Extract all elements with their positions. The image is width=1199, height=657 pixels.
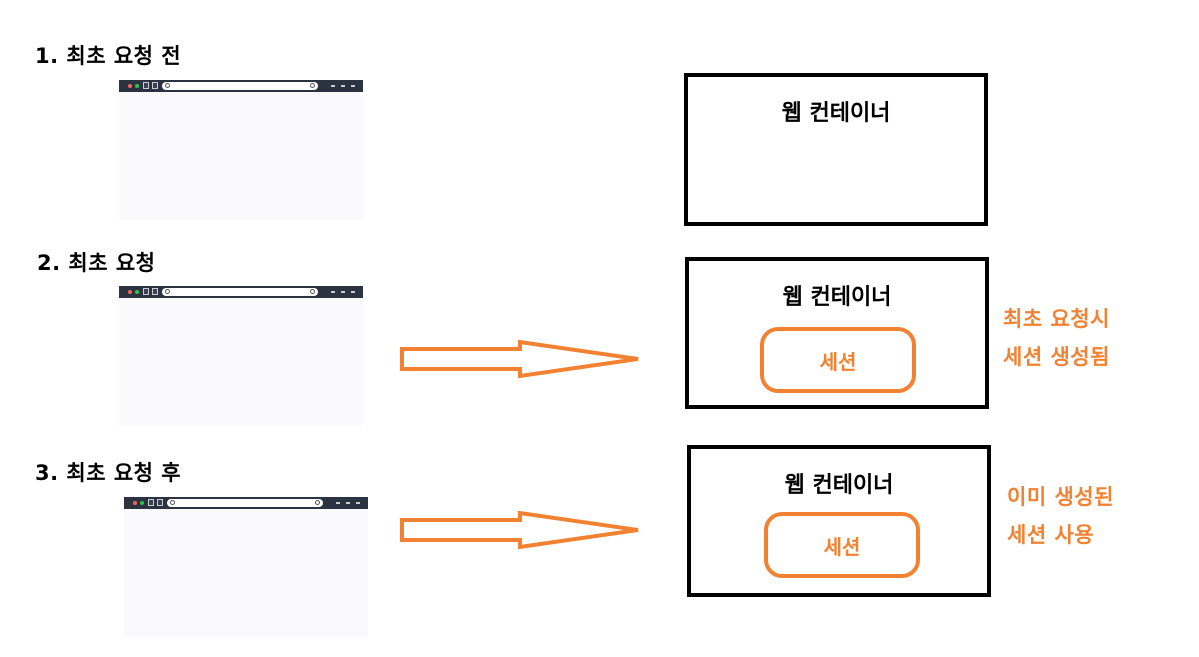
web-container-title: 웹 컨테이너 — [782, 285, 892, 310]
browser-toolbar — [124, 497, 368, 509]
web-container-box-3: 웹 컨테이너 세션 — [687, 445, 991, 597]
web-container-title: 웹 컨테이너 — [781, 101, 891, 126]
step-1-title: 1. 최초 요청 전 — [35, 44, 182, 68]
note-line: 이미 생성된 — [1007, 485, 1114, 509]
note-line: 세션 생성됨 — [1003, 345, 1110, 369]
web-container-box-2: 웹 컨테이너 세션 — [685, 257, 989, 409]
browser-toolbar — [119, 286, 363, 298]
minimize-icon — [331, 85, 335, 87]
restore-icon — [346, 502, 350, 504]
web-container-box-1: 웹 컨테이너 — [684, 73, 988, 226]
note-session-created: 최초 요청시 세션 생성됨 — [1003, 300, 1110, 376]
menu-icon — [356, 502, 360, 504]
back-icon — [148, 499, 154, 506]
address-bar — [167, 499, 323, 507]
back-icon — [143, 288, 149, 295]
browser-toolbar — [119, 80, 363, 92]
close-dot-icon — [128, 290, 132, 294]
web-container-title: 웹 컨테이너 — [784, 473, 894, 498]
maximize-dot-icon — [140, 501, 144, 505]
browser-window-icon — [119, 286, 363, 426]
minimize-icon — [336, 502, 340, 504]
menu-icon — [351, 85, 355, 87]
close-dot-icon — [133, 501, 137, 505]
maximize-dot-icon — [135, 84, 139, 88]
step-2-title: 2. 최초 요청 — [37, 251, 156, 275]
arrow-right-icon — [400, 510, 639, 550]
session-box: 세션 — [764, 512, 920, 578]
minimize-icon — [331, 291, 335, 293]
session-box: 세션 — [760, 327, 916, 393]
arrow-right-icon — [400, 339, 639, 379]
restore-icon — [341, 85, 345, 87]
address-bar — [162, 82, 318, 90]
session-label: 세션 — [823, 534, 861, 559]
maximize-dot-icon — [135, 290, 139, 294]
back-icon — [143, 82, 149, 89]
forward-icon — [152, 288, 158, 295]
note-session-reused: 이미 생성된 세션 사용 — [1007, 478, 1114, 554]
browser-window-icon — [119, 80, 363, 220]
browser-window-icon — [124, 497, 368, 637]
restore-icon — [341, 291, 345, 293]
session-label: 세션 — [819, 349, 857, 374]
close-dot-icon — [128, 84, 132, 88]
forward-icon — [157, 499, 163, 506]
forward-icon — [152, 82, 158, 89]
address-bar — [162, 288, 318, 296]
note-line: 최초 요청시 — [1003, 307, 1110, 331]
menu-icon — [351, 291, 355, 293]
note-line: 세션 사용 — [1007, 523, 1095, 547]
step-3-title: 3. 최초 요청 후 — [35, 461, 182, 485]
